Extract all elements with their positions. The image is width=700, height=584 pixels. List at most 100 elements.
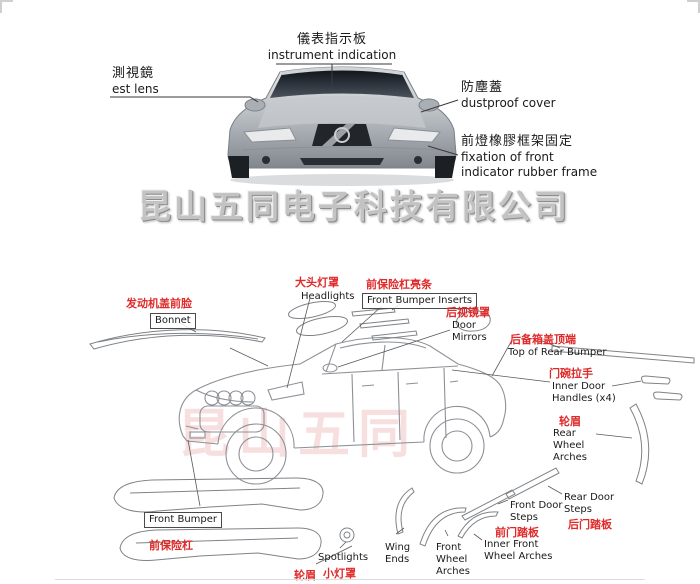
- label-rubber-frame: 前燈橡膠框架固定 fixation of front indicator rub…: [461, 134, 603, 180]
- spotlight-sketch-inner: [343, 531, 351, 539]
- leader-rubber-frame: [427, 145, 459, 156]
- rear-wheel-arch-sketch: [629, 403, 650, 485]
- right-fog-lamp: [414, 156, 422, 164]
- front-bumper-label-zh: 前保险杠: [149, 539, 193, 552]
- wing-ends-label-en: Wing Ends: [385, 542, 411, 565]
- leader-rear-bumper-to-car: [491, 339, 513, 377]
- rear-steps-label-zh: 后门踏板: [568, 518, 612, 531]
- right-headlight: [387, 127, 441, 143]
- front-bumper-sketch-2: [119, 527, 322, 561]
- bonnet-label-zh: 发动机盖前脸: [126, 297, 192, 310]
- front-steps-label-en: Front Door Steps: [510, 500, 563, 523]
- leader-front-bumper-to-car: [187, 439, 201, 507]
- inner-front-arches-label-en: Inner Front Wheel Arches: [484, 539, 553, 562]
- leader-handles-to-car: [451, 369, 551, 383]
- leader-rear-bumper-top: [539, 339, 561, 349]
- leader-dustproof: [420, 99, 459, 113]
- spotlight-sketch: [339, 527, 355, 543]
- bumper-line: [241, 146, 443, 151]
- bonnet-sketch: [89, 329, 266, 350]
- headlights-label-en: Headlights: [301, 291, 355, 302]
- door-mirrors-label-en: Door Mirrors: [452, 320, 487, 343]
- front-bumper-label-en: Front Bumper: [144, 512, 223, 528]
- windshield: [270, 69, 414, 98]
- headlight-lens-sketch-2: [296, 315, 348, 337]
- bumper-insert-sketch-3: [371, 330, 418, 341]
- car-parts-sketch: [89, 297, 695, 565]
- rubber-frame-label-zh: 前燈橡膠框架固定: [461, 134, 574, 149]
- leader-mirrors: [337, 329, 451, 368]
- front-bumper-sketch-2-line: [135, 537, 299, 544]
- leader-handles: [611, 380, 642, 387]
- brand-badge: [334, 127, 350, 143]
- red-watermark: 昆山五同: [178, 405, 419, 465]
- hood: [258, 96, 426, 128]
- bonnet-label-en: Bonnet: [150, 313, 196, 329]
- bottom-edge-line: [55, 579, 645, 580]
- front-wheel-arch-sketch: [419, 507, 467, 547]
- car-front-illustration: [227, 66, 457, 186]
- parts-view-section: 昆山五同: [0, 250, 700, 584]
- instrument-label-zh: 儀表指示板: [296, 32, 367, 47]
- left-headlight: [243, 127, 297, 143]
- corner-mark-top-right: [687, 0, 700, 13]
- door-handle-sketch-2: [653, 391, 683, 401]
- front-view-leader-lines: [110, 63, 459, 156]
- dustproof-label-zh: 防塵蓋: [461, 80, 504, 95]
- side-mirror-label-zh: 測視鏡: [112, 66, 155, 81]
- door-handle-sketch-1: [641, 375, 671, 385]
- front-bumper-sketch-1-line: [129, 487, 301, 494]
- left-fog-lamp: [262, 156, 270, 164]
- leader-front-arches: [444, 529, 449, 537]
- label-dustproof-cover: 防塵蓋 dustproof cover: [461, 80, 556, 111]
- leader-wing-ends: [395, 527, 405, 535]
- front-bumper-sketch-1: [113, 477, 324, 513]
- bumper-inserts-label-en: Front Bumper Inserts: [362, 293, 478, 309]
- leader-bonnet-to-car: [229, 347, 269, 367]
- side-mirror-label-en: est lens: [112, 82, 159, 97]
- rear-steps-label-en: Rear Door Steps: [564, 492, 615, 515]
- corner-mark-top-left: [0, 0, 13, 13]
- spotlights-label-en: Spotlights: [318, 552, 369, 563]
- rear-arches-label-en: Rear Wheel Arches: [553, 428, 587, 463]
- leader-inner-front: [473, 533, 483, 541]
- label-instrument-indication: 儀表指示板 instrument indication: [258, 32, 406, 63]
- headlight-lens-sketch-1: [287, 301, 337, 319]
- leader-headlights: [286, 297, 311, 389]
- leader-inserts-to-car: [341, 305, 383, 343]
- mirror-cover-sketch: [455, 310, 491, 332]
- door-handles-label-zh: 门碗拉手: [549, 367, 593, 380]
- air-intake: [300, 158, 384, 165]
- leader-spotlights: [339, 541, 347, 549]
- car-side-outline: [178, 336, 507, 485]
- leader-side-mirror: [110, 96, 259, 103]
- front-door-step-sketch: [461, 489, 516, 521]
- bumper-insert-sketch-1: [351, 307, 396, 317]
- dustproof-label-en: dustproof cover: [461, 96, 556, 111]
- left-tire: [228, 156, 249, 178]
- front-arches-label-en: Front Wheel Arches: [436, 542, 470, 577]
- spotlights-label-zh: 小灯罩: [323, 567, 356, 580]
- rear-bumper-top-label-en: Top of Rear Bumper: [508, 347, 607, 358]
- door-handles-label-en: Inner Door Handles (x4): [552, 381, 616, 404]
- car-shadow: [230, 174, 454, 186]
- bumper-inserts-label-zh: 前保险杠亮条: [366, 278, 432, 291]
- inner-front-wheel-arch-sketch: [457, 511, 499, 539]
- leader-bottom-arch: [315, 545, 353, 565]
- rear-bumper-top-sketch: [551, 345, 695, 364]
- left-side-mirror: [244, 98, 266, 112]
- leader-rear-arches: [595, 433, 633, 439]
- rear-bumper-top-label-zh: 后备箱盖顶端: [510, 333, 576, 346]
- bottom-arch-label-zh: 轮眉: [294, 569, 316, 582]
- front-steps-label-zh: 前门踏板: [495, 526, 539, 539]
- detached-parts-sketches: [89, 301, 695, 561]
- door-mirrors-label-zh: 后视镜罩: [446, 306, 490, 319]
- headlights-label-zh: 大头灯罩: [295, 276, 339, 289]
- parts-leader-lines: [179, 297, 642, 565]
- label-side-mirror: 測視鏡 est lens: [112, 66, 159, 97]
- wing-end-sketch: [395, 487, 415, 535]
- right-tire: [435, 156, 456, 178]
- bumper-insert-sketch-2: [359, 318, 410, 329]
- leader-rear-steps: [547, 485, 563, 495]
